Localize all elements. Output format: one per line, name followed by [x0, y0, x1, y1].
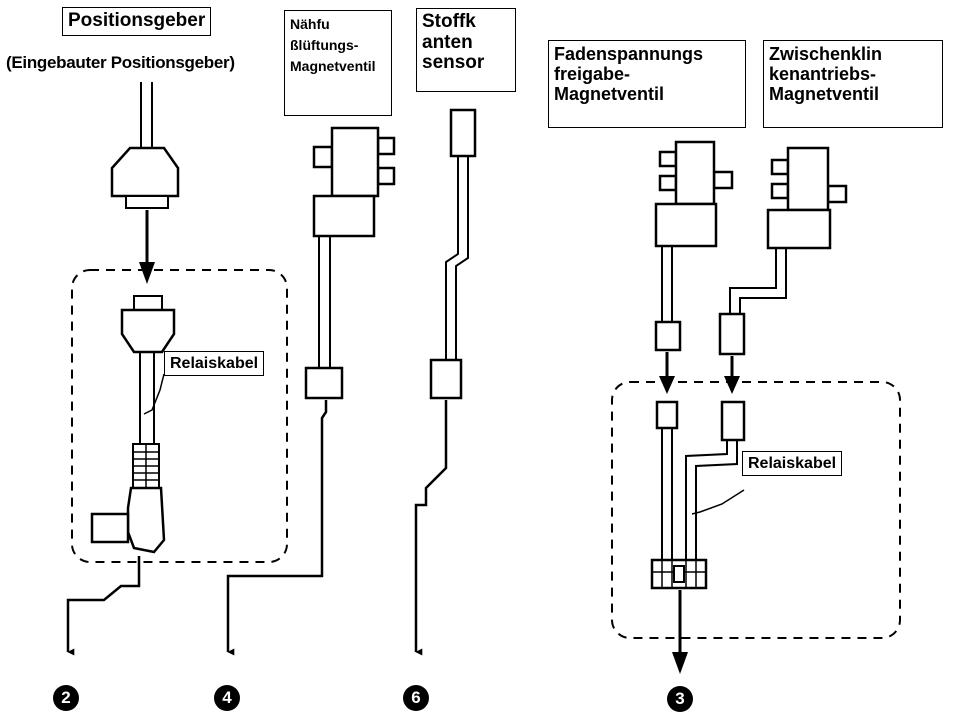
intermediate-clamp-arrow — [724, 356, 740, 394]
connector-number-6: 6 — [403, 685, 429, 711]
position-sensor-plug — [110, 146, 180, 198]
thread-tension-valve-title: Fadenspannungs freigabe- Magnetventil — [548, 40, 746, 128]
position-sensor-lead — [66, 556, 141, 656]
intermediate-clamp-valve-cable — [729, 248, 787, 318]
thread-tension-valve-cable — [661, 246, 673, 324]
fabric-edge-sensor-lead — [414, 400, 448, 656]
relay-socket-body — [120, 308, 176, 354]
thread-tension-valve-body — [654, 140, 734, 248]
relay-cable-box-left — [71, 269, 288, 563]
relay-angled-plug — [126, 486, 166, 554]
right-group-arrow — [672, 590, 688, 674]
thread-tension-valve-plug — [654, 320, 682, 352]
relay-label-leader-left — [143, 373, 165, 415]
intermediate-clamp-valve-title: Zwischenklin kenantriebs- Magnetventil — [763, 40, 943, 128]
relay-label-leader-right — [691, 489, 745, 515]
position-sensor-title: Positionsgeber — [62, 7, 212, 36]
presser-foot-valve-cable — [318, 236, 331, 372]
position-sensor-arrow — [139, 210, 155, 284]
fabric-edge-sensor-plug — [429, 358, 463, 400]
connector-number-4: 4 — [214, 685, 240, 711]
presser-foot-valve-plug — [304, 366, 344, 400]
relay-label-left: Relaiskabel — [164, 351, 265, 377]
relay-socket-top — [133, 295, 163, 311]
presser-foot-valve-title: Nähfu ßlüftungs- Magnetventil — [284, 10, 392, 116]
position-sensor-cable — [140, 82, 153, 148]
connector-number-2: 2 — [53, 685, 79, 711]
relay-socket-a — [655, 400, 679, 430]
relay-strain-relief — [132, 443, 160, 489]
connector-number-3: 3 — [667, 686, 693, 712]
intermediate-clamp-valve-plug — [718, 312, 746, 356]
relay-angled-plug-tip — [90, 512, 130, 544]
relay-socket-b — [720, 400, 746, 442]
thread-tension-arrow — [659, 352, 675, 394]
relay-cable-left — [139, 352, 155, 444]
relay-multi-connector — [650, 558, 708, 590]
presser-foot-valve-body — [312, 126, 396, 238]
intermediate-clamp-valve-body — [766, 146, 848, 250]
fabric-edge-sensor-title: Stoffk anten sensor — [416, 8, 516, 92]
relay-cable-right — [661, 428, 738, 560]
position-sensor-subtitle: (Eingebauter Positionsgeber) — [6, 53, 235, 72]
fabric-edge-sensor-cable — [445, 156, 469, 364]
relay-label-right: Relaiskabel — [742, 451, 843, 477]
fabric-edge-sensor-head — [449, 108, 477, 158]
relay-cable-box-right — [611, 381, 901, 639]
presser-foot-valve-lead — [226, 400, 328, 656]
position-sensor-plug-base — [125, 195, 169, 209]
